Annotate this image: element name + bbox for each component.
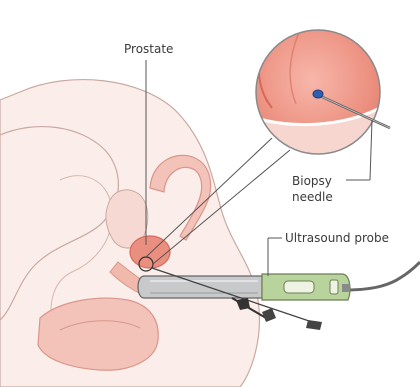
biopsy-leader bbox=[370, 120, 372, 180]
needle-handle bbox=[262, 308, 276, 322]
biopsy-label-line2: needle bbox=[292, 190, 333, 204]
biopsy-label-line1: Biopsy bbox=[292, 174, 332, 188]
rectum bbox=[38, 298, 158, 370]
probe-shaft bbox=[138, 276, 262, 298]
needle-end-cap bbox=[306, 320, 322, 330]
magnified-inset bbox=[256, 30, 390, 160]
probe-grip bbox=[284, 281, 314, 293]
probe-cable bbox=[346, 262, 420, 290]
prostate-label: Prostate bbox=[124, 42, 173, 56]
inset-needle-tip bbox=[313, 90, 323, 98]
ultrasound-label: Ultrasound probe bbox=[285, 231, 389, 245]
